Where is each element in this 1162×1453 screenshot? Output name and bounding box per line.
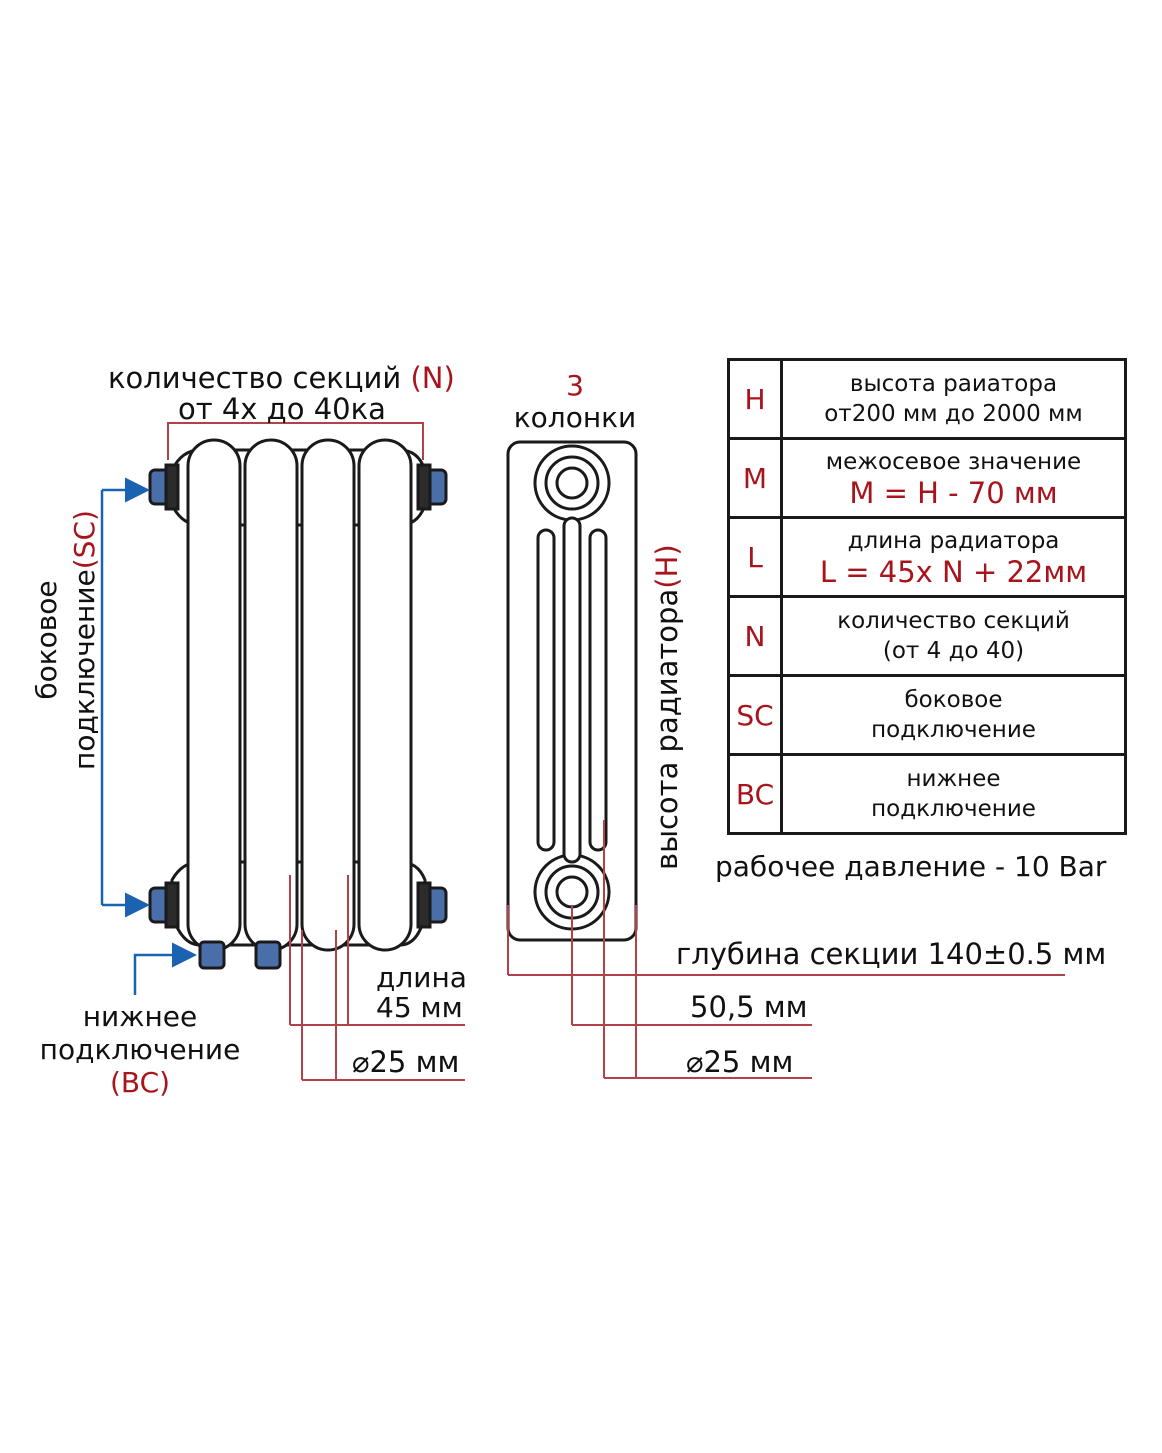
legend-line-2: (от 4 до 40): [882, 638, 1025, 664]
sections-dimension-line: [167, 422, 424, 460]
section-column-1: [186, 438, 242, 952]
offset-value: 50,5 мм: [690, 990, 808, 1024]
bottom-nipple-2: [254, 940, 282, 970]
columns-label: 3 колонки: [505, 370, 645, 434]
legend-description: высота раиатора от200 мм до 2000 мм: [780, 358, 1127, 440]
column-slot-3: [588, 528, 608, 852]
columns-count: 3: [566, 369, 584, 402]
bottom-port-inner: [555, 875, 589, 909]
bottom-connection-label: нижнее подключение (BC): [25, 1000, 255, 1099]
column-slot-2: [562, 516, 582, 864]
section-column-4: [357, 438, 413, 952]
side-dimension-lines: [507, 820, 1065, 1079]
front-view: [148, 422, 448, 970]
legend-formula: M = H - 70 мм: [849, 476, 1058, 510]
legend-key: BC: [727, 753, 783, 835]
column-slot-1: [536, 528, 556, 852]
bottom-connection-symbol: (BC): [109, 1066, 171, 1099]
side-connection-symbol: (SC): [68, 510, 101, 570]
side-connection-line-2: подключение(SC): [68, 510, 101, 770]
legend-line-2: подключение: [871, 717, 1036, 743]
sections-range: от 4х до 40ка: [178, 392, 386, 426]
legend-line-1: высота раиатора: [849, 371, 1058, 397]
plug-bottom-left: [148, 881, 180, 929]
bottom-connection-arrow: [133, 942, 197, 995]
top-port-inner: [555, 466, 589, 500]
side-connection-label: боковое подключение(SC): [28, 490, 104, 790]
legend-line-1: боковое: [904, 687, 1003, 713]
legend-key: SC: [727, 674, 783, 756]
front-dimension-lines: [289, 875, 465, 1081]
sections-title: количество секций (N): [108, 364, 455, 393]
legend-key: M: [727, 437, 783, 519]
side-connection-line-1: боковое: [30, 580, 63, 700]
side-diameter-value: ⌀25 мм: [686, 1045, 794, 1079]
legend-description: нижнее подключение: [780, 753, 1127, 835]
legend-key: N: [727, 595, 783, 677]
length-dimension-label: длина 45 мм: [376, 963, 467, 1023]
legend-line-2: подключение: [871, 796, 1036, 822]
length-label: длина: [376, 961, 467, 994]
front-diameter-value: ⌀25 мм: [352, 1045, 460, 1079]
legend-key: L: [727, 516, 783, 598]
legend-line-1: нижнее: [906, 766, 1001, 792]
depth-label: глубина секции 140±0.5 мм: [676, 937, 1107, 971]
bottom-connection-line-1: нижнее: [82, 1000, 198, 1033]
length-value: 45 мм: [376, 991, 463, 1024]
bottom-connection-line-2: подключение: [39, 1033, 241, 1066]
plug-bottom-right: [416, 881, 448, 929]
legend-row: SC боковое подключение: [727, 674, 1127, 756]
legend-line-2: от200 мм до 2000 мм: [824, 401, 1083, 427]
side-connection-arrows: [100, 477, 150, 918]
side-view: [506, 440, 638, 942]
legend-description: боковое подключение: [780, 674, 1127, 756]
columns-word: колонки: [513, 401, 637, 434]
legend-line-1: межосевое значение: [825, 449, 1082, 475]
bottom-nipple-1: [198, 940, 226, 970]
legend-key: H: [727, 358, 783, 440]
legend-row: BC нижнее подключение: [727, 753, 1127, 835]
section-column-3: [300, 438, 356, 952]
height-symbol: (H): [650, 544, 684, 589]
height-label: высота радиатора(H): [650, 544, 684, 870]
legend-description: количество секций (от 4 до 40): [780, 595, 1127, 677]
legend-formula: L = 45x N + 22мм: [819, 555, 1088, 589]
plug-top-left: [148, 463, 180, 511]
section-column-2: [243, 438, 299, 952]
legend-line-1: длина радиатора: [847, 528, 1060, 554]
pressure-note: рабочее давление - 10 Bar: [715, 850, 1107, 883]
sections-label: количество секций: [108, 361, 402, 395]
plug-top-right: [416, 463, 448, 511]
sections-symbol: (N): [410, 361, 455, 395]
legend-line-1: количество секций: [837, 608, 1070, 634]
